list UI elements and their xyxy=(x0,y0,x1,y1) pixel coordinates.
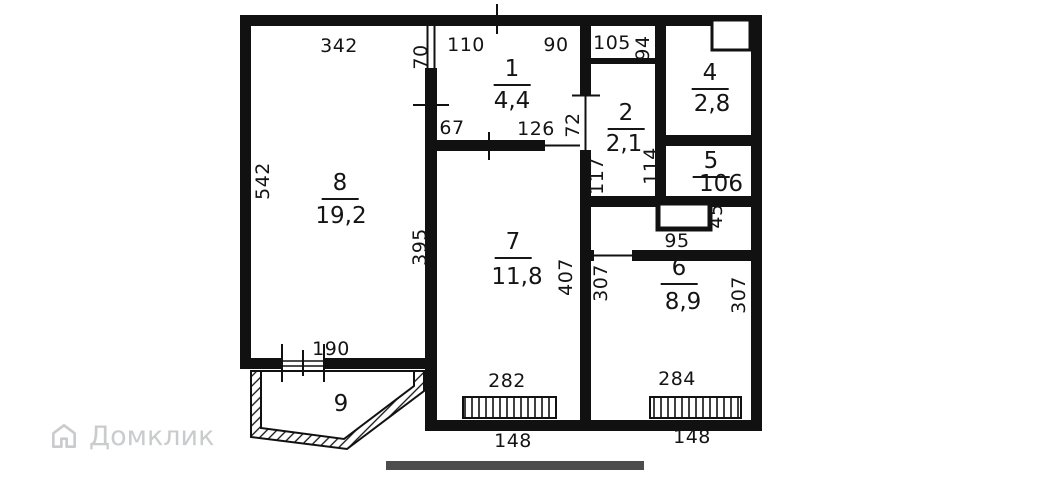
dim-95: 95 xyxy=(664,230,690,252)
shaft-box xyxy=(655,200,713,232)
room-7-number: 7 xyxy=(494,229,532,259)
wall-closet-bottom xyxy=(591,58,655,64)
wall-room1-room7 xyxy=(437,140,545,151)
dim-407: 407 xyxy=(555,258,577,296)
dim-67: 67 xyxy=(439,117,465,139)
dim-342: 342 xyxy=(320,35,358,57)
dimension-ticks xyxy=(413,4,600,160)
room-1-number: 1 xyxy=(493,56,531,86)
bottom-windows xyxy=(462,396,742,419)
room8-window xyxy=(281,344,325,382)
wall-bottom xyxy=(425,420,762,431)
room-4-number: 4 xyxy=(691,60,729,90)
wall-left xyxy=(240,15,251,369)
wall-room8-right xyxy=(425,68,437,431)
room-6-area: 8,9 xyxy=(664,289,702,315)
room-4-area: 2,8 xyxy=(693,91,731,117)
dim-94: 94 xyxy=(632,35,654,61)
dim-126: 126 xyxy=(517,118,555,140)
dim-72: 72 xyxy=(562,112,584,138)
watermark-text: Домклик xyxy=(89,420,215,452)
watermark: Домклик xyxy=(48,420,214,452)
dim-45: 45 xyxy=(705,203,727,229)
dim-70: 70 xyxy=(410,44,432,70)
room4-top-notch xyxy=(710,18,752,52)
room-7-area: 11,8 xyxy=(491,264,543,290)
wall-room6-top-right xyxy=(632,250,762,261)
dim-90: 90 xyxy=(543,34,569,56)
dim-542: 542 xyxy=(252,162,274,200)
dim-148-right: 148 xyxy=(673,426,711,448)
room-9-number: 9 xyxy=(333,391,349,417)
dim-282: 282 xyxy=(488,370,526,392)
room-2-area: 2,1 xyxy=(605,131,643,157)
exterior-walls xyxy=(240,15,762,431)
balcony-outline xyxy=(250,370,425,451)
room-5-area: 106 xyxy=(699,171,743,197)
dim-307-left: 307 xyxy=(590,264,612,302)
dim-114: 114 xyxy=(640,147,662,185)
wall-right xyxy=(751,15,762,431)
scale-bar xyxy=(386,461,644,470)
wall-room6-top-left xyxy=(580,250,594,261)
room-8-area: 19,2 xyxy=(315,203,367,229)
dim-110: 110 xyxy=(447,34,485,56)
room-8-number: 8 xyxy=(321,170,359,200)
room-1-area: 4,4 xyxy=(493,88,531,114)
room-2-number: 2 xyxy=(607,100,645,130)
dim-284: 284 xyxy=(658,368,696,390)
dim-105: 105 xyxy=(593,32,631,54)
wall-room4-room5 xyxy=(655,135,762,146)
house-icon xyxy=(52,424,76,448)
balcony-inner-floor xyxy=(260,370,415,441)
wall-room7-room6 xyxy=(580,150,591,420)
dim-395: 395 xyxy=(409,228,431,266)
door-openings xyxy=(426,26,632,257)
room-6-number: 6 xyxy=(660,255,698,285)
dim-117: 117 xyxy=(586,157,608,195)
dim-148-left: 148 xyxy=(494,430,532,452)
dim-307-right: 307 xyxy=(728,276,750,314)
wall-top xyxy=(240,15,762,26)
window-sill-room6 xyxy=(649,396,742,419)
wall-room2-room4 xyxy=(655,26,666,207)
window-sill-room7 xyxy=(462,396,557,419)
shafts xyxy=(655,18,752,232)
room-5-number: 5 xyxy=(692,148,730,178)
wall-room8-bottom xyxy=(240,358,437,369)
dim-190: 190 xyxy=(312,338,350,360)
wall-hall-right-top xyxy=(580,26,591,95)
